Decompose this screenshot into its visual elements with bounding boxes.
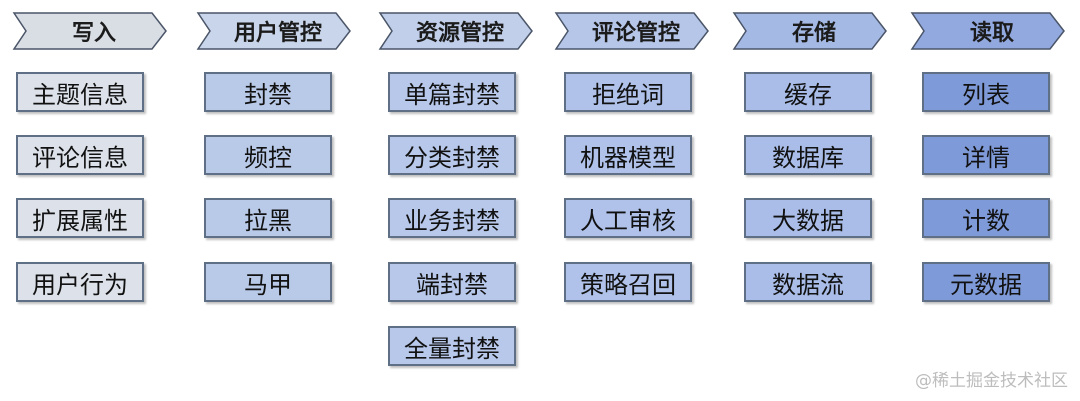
- column-write: 写入 主题信息 评论信息 扩展属性 用户行为: [12, 0, 172, 401]
- item-box: 策略召回: [564, 262, 692, 302]
- item-box: 马甲: [204, 262, 332, 302]
- item-box: 主题信息: [16, 72, 144, 112]
- item-box: 详情: [922, 135, 1050, 175]
- item-box: 评论信息: [16, 135, 144, 175]
- chevron-arrow-icon: [12, 12, 167, 50]
- chevron-label: 读取: [969, 21, 1014, 46]
- chevron-label: 用户管控: [233, 21, 322, 46]
- item-box: 拒绝词: [564, 72, 692, 112]
- column-user-control: 用户管控 封禁 频控 拉黑 马甲: [196, 0, 356, 401]
- item-box: 业务封禁: [388, 198, 516, 238]
- chevron-arrow-icon: [378, 12, 533, 50]
- chevron-header: 用户管控: [196, 12, 352, 50]
- item-box: 缓存: [744, 72, 872, 112]
- item-box: 人工审核: [564, 198, 692, 238]
- chevron-arrow-icon: [554, 12, 709, 50]
- column-resource-control: 资源管控 单篇封禁 分类封禁 业务封禁 端封禁 全量封禁: [378, 0, 538, 401]
- chevron-label: 评论管控: [591, 21, 680, 46]
- chevron-header: 读取: [910, 12, 1066, 50]
- chevron-arrow-icon: [910, 12, 1065, 50]
- item-box: 元数据: [922, 262, 1050, 302]
- item-box: 单篇封禁: [388, 72, 516, 112]
- watermark: @稀土掘金技术社区: [915, 371, 1068, 391]
- item-box: 机器模型: [564, 135, 692, 175]
- item-box: 分类封禁: [388, 135, 516, 175]
- item-box: 用户行为: [16, 262, 144, 302]
- chevron-label: 存储: [791, 21, 836, 46]
- chevron-header: 写入: [12, 12, 168, 50]
- column-read: 读取 列表 详情 计数 元数据: [910, 0, 1070, 401]
- item-box: 计数: [922, 198, 1050, 238]
- item-box: 端封禁: [388, 262, 516, 302]
- chevron-header: 存储: [732, 12, 888, 50]
- item-box: 数据库: [744, 135, 872, 175]
- item-box: 频控: [204, 135, 332, 175]
- item-box: 大数据: [744, 198, 872, 238]
- item-box: 全量封禁: [388, 326, 516, 366]
- chevron-arrow-icon: [196, 12, 351, 50]
- chevron-label: 写入: [71, 21, 116, 46]
- chevron-label: 资源管控: [415, 21, 504, 46]
- item-box: 封禁: [204, 72, 332, 112]
- chevron-header: 资源管控: [378, 12, 534, 50]
- item-box: 列表: [922, 72, 1050, 112]
- column-storage: 存储 缓存 数据库 大数据 数据流: [732, 0, 892, 401]
- item-box: 拉黑: [204, 198, 332, 238]
- chevron-header: 评论管控: [554, 12, 710, 50]
- chevron-arrow-icon: [732, 12, 887, 50]
- item-box: 扩展属性: [16, 198, 144, 238]
- column-comment-control: 评论管控 拒绝词 机器模型 人工审核 策略召回: [554, 0, 714, 401]
- item-box: 数据流: [744, 262, 872, 302]
